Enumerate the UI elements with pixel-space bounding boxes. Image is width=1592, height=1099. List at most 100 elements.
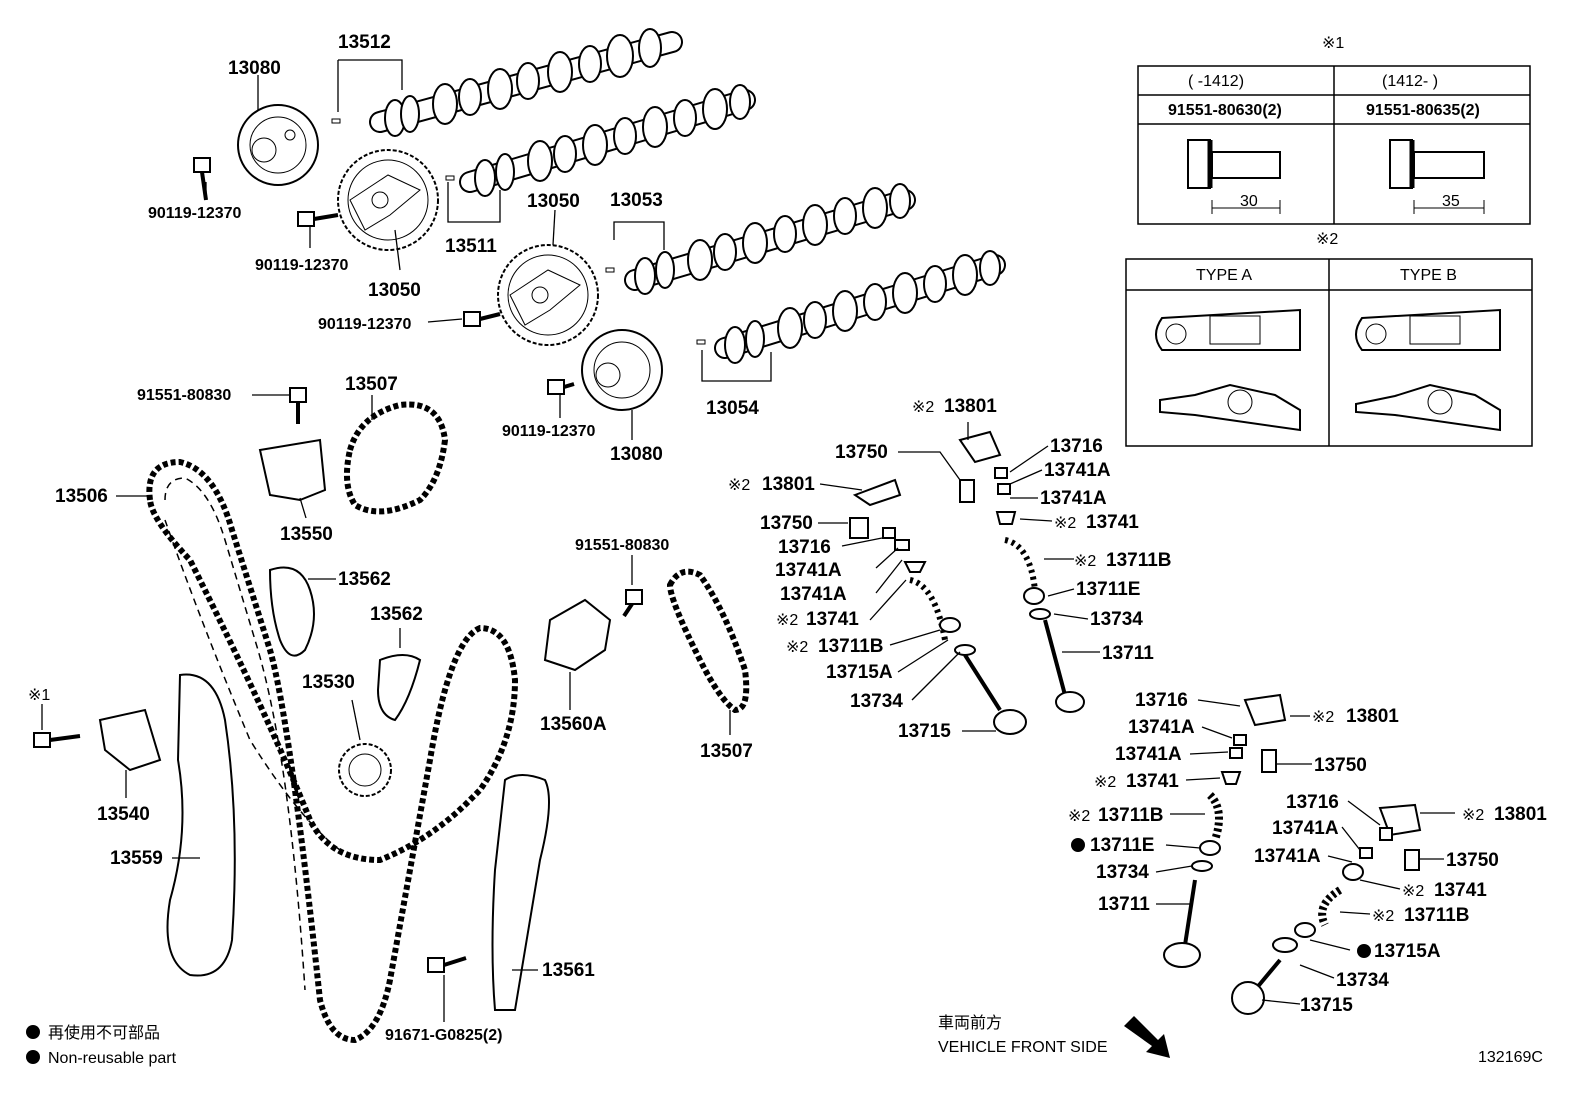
part-label: 91671-G0825(2) [385, 1027, 502, 1044]
part-label: 13741 [1086, 512, 1139, 533]
valve-train-group-2 [958, 430, 1085, 713]
svg-text:車両前方: 車両前方 [938, 1014, 1002, 1032]
part-label: 13512 [338, 32, 391, 53]
svg-text:再使用不可部品: 再使用不可部品 [48, 1024, 160, 1042]
svg-text:※2: ※2 [1402, 883, 1424, 900]
part-label: 13530 [302, 672, 355, 693]
svg-text:※2: ※2 [1054, 515, 1076, 532]
svg-text:VEHICLE FRONT SIDE: VEHICLE FRONT SIDE [938, 1039, 1108, 1056]
part-label: 13715A [826, 662, 893, 683]
part-label: 13054 [706, 398, 759, 419]
svg-text:( -1412): ( -1412) [1188, 73, 1244, 90]
part-label: 13711 [1098, 894, 1150, 915]
vvt-gear-13080-upper [237, 104, 319, 186]
part-label: 13801 [762, 474, 815, 495]
part-label: 13716 [1135, 690, 1188, 711]
part-label: 13511 [445, 236, 497, 257]
part-label: 13734 [850, 691, 903, 712]
svg-text:※2: ※2 [786, 639, 808, 656]
timing-chain-13507-lower [666, 568, 750, 714]
part-label: 13716 [1050, 436, 1103, 457]
sprocket-13050-upper [337, 149, 439, 251]
part-labels: 13080 13512 90119-12370 90119-12370 1305… [55, 32, 1547, 1044]
svg-text:TYPE A: TYPE A [1196, 267, 1252, 284]
part-label: 13741A [1254, 846, 1321, 867]
svg-text:※2: ※2 [912, 399, 934, 416]
part-label: 13715 [1300, 995, 1353, 1016]
part-label: 13080 [228, 58, 281, 79]
part-label: 13741A [775, 560, 842, 581]
legend: 再使用不可部品 Non-reusable part [26, 1024, 177, 1067]
part-label: 13801 [1346, 706, 1399, 727]
svg-text:※2: ※2 [728, 477, 750, 494]
svg-text:※2: ※2 [1074, 553, 1096, 570]
part-label: 13507 [345, 374, 398, 395]
svg-text:91551-80635(2): 91551-80635(2) [1366, 102, 1480, 119]
svg-text:※2: ※2 [1462, 807, 1484, 824]
svg-text:Non-reusable part: Non-reusable part [48, 1050, 177, 1067]
part-label: 90119-12370 [148, 205, 242, 222]
part-label: 13550 [280, 524, 333, 545]
part-label: 90119-12370 [255, 257, 349, 274]
timing-chain-13507-upper [343, 401, 449, 515]
svg-text:35: 35 [1442, 193, 1460, 210]
part-label: 13050 [368, 280, 421, 301]
direction-arrow-icon [1124, 1016, 1170, 1058]
part-label: 91551-80830 [137, 387, 231, 404]
part-label: 13561 [542, 960, 595, 981]
rocker-type-b-icon [1355, 308, 1501, 432]
svg-text:※2: ※2 [1316, 231, 1338, 248]
part-label: 90119-12370 [502, 423, 596, 440]
part-label: 13080 [610, 444, 663, 465]
figure-id: 132169C [1478, 1049, 1543, 1066]
part-label: 13711B [1404, 905, 1470, 926]
leader-lines [41, 59, 1455, 1022]
camshaft-4 [714, 250, 1006, 364]
non-reusable-dots [1071, 838, 1371, 958]
svg-text:91551-80630(2): 91551-80630(2) [1168, 102, 1282, 119]
vvt-gear-13080-lower [581, 329, 663, 411]
sprocket-13050-lower [497, 244, 599, 346]
part-label: 13562 [370, 604, 423, 625]
part-label: 13741A [1115, 744, 1182, 765]
valve-train-group-4 [1231, 803, 1422, 1015]
part-label: 13801 [1494, 804, 1547, 825]
part-label: 13741 [1434, 880, 1487, 901]
part-label: 13801 [944, 396, 997, 417]
part-label: 13750 [1314, 755, 1367, 776]
part-label: 13711B [1106, 550, 1172, 571]
svg-text:※2: ※2 [1094, 774, 1116, 791]
part-label: 13716 [1286, 792, 1339, 813]
part-label: 13715 [898, 721, 951, 742]
part-label: 13540 [97, 804, 150, 825]
svg-text:※1: ※1 [1322, 35, 1344, 52]
camshaft-3 [624, 183, 916, 295]
part-label: 13050 [527, 191, 580, 212]
part-label: 13741A [1044, 460, 1111, 481]
knock-pins [331, 118, 706, 345]
camshaft-1 [369, 28, 683, 137]
svg-text:※2: ※2 [1312, 709, 1334, 726]
svg-text:※2: ※2 [776, 612, 798, 629]
svg-text:※2: ※2 [1372, 908, 1394, 925]
part-label: 13750 [1446, 850, 1499, 871]
camshaft-2 [459, 84, 756, 197]
bolt-length-table: ※1 ( -1412) (1412- ) 91551-80630(2) 9155… [1137, 35, 1531, 225]
rocker-type-table: ※2 TYPE A TYPE B [1125, 231, 1533, 447]
part-label: 13711B [818, 636, 884, 657]
part-label: 13734 [1096, 862, 1149, 883]
part-label: 90119-12370 [318, 316, 412, 333]
timing-chain-13506 [146, 458, 519, 1044]
chain-guides [98, 438, 612, 1011]
part-label: 13741 [806, 609, 859, 630]
part-label: 13716 [778, 537, 831, 558]
part-label: 13711B [1098, 805, 1164, 826]
part-label: 13750 [760, 513, 813, 534]
svg-text:※1: ※1 [28, 687, 50, 704]
part-label: 13750 [835, 442, 888, 463]
part-label: 13053 [610, 190, 663, 211]
part-label: 13741A [1128, 717, 1195, 738]
bolt-30-icon: 30 [1187, 139, 1281, 214]
part-label: 13711 [1102, 643, 1154, 664]
